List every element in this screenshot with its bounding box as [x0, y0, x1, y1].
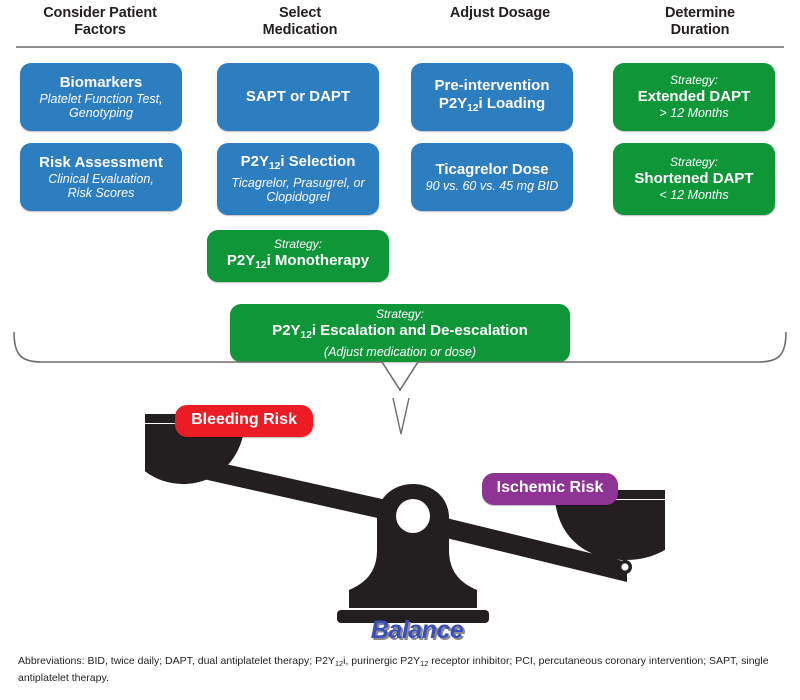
footnote-mid: i, purinergic P2Y — [343, 655, 421, 667]
box-p2y12i-selection[interactable]: P2Y12i Selection Ticagrelor, Prasugrel, … — [217, 143, 379, 215]
box-extended-dapt-title: Extended DAPT — [637, 88, 751, 106]
grouping-brace-icon — [13, 331, 787, 392]
box-extended-dapt-strategy-label: Strategy: — [669, 73, 719, 88]
box-biomarkers[interactable]: Biomarkers Platelet Function Test,Genoty… — [20, 63, 182, 131]
box-loading-title-line2: P2Y12i Loading — [438, 94, 546, 114]
box-sapt-or-dapt[interactable]: SAPT or DAPT — [217, 63, 379, 131]
box-shortened-dapt-subtitle: < 12 Months — [659, 188, 729, 203]
footnote-sub-2: 12 — [420, 659, 429, 669]
box-ticagrelor-dose[interactable]: Ticagrelor Dose 90 vs. 60 vs. 45 mg BID — [411, 143, 573, 211]
box-biomarkers-title: Biomarkers — [59, 73, 143, 91]
box-escalation-title: P2Y12i Escalation and De-escalation — [272, 321, 528, 341]
pill-bleeding-risk[interactable]: Bleeding Risk — [175, 405, 313, 437]
header-divider-rule — [16, 46, 784, 48]
box-shortened-dapt-title: Shortened DAPT — [634, 170, 754, 188]
box-shortened-dapt[interactable]: Strategy: Shortened DAPT < 12 Months — [613, 143, 775, 215]
box-risk-assessment-title: Risk Assessment — [39, 153, 163, 171]
box-escalation-subtitle: (Adjust medication or dose) — [323, 344, 477, 359]
balance-wordmark: Balance — [370, 616, 464, 644]
footnote-tail: receptor inhibitor; PCI, percutaneous co… — [18, 655, 769, 685]
box-p2y12i-monotherapy[interactable]: Strategy: P2Y12i Monotherapy — [207, 230, 389, 282]
pill-ischemic-risk[interactable]: Ischemic Risk — [482, 473, 618, 505]
box-extended-dapt[interactable]: Strategy: Extended DAPT > 12 Months — [613, 63, 775, 131]
column-header-adjust-dosage: Adjust Dosage — [449, 5, 551, 21]
footnote-sub-1: 12 — [334, 659, 344, 669]
box-risk-assessment-subtitle: Clinical Evaluation,Risk Scores — [48, 171, 154, 201]
box-escalation-strategy-label: Strategy: — [375, 306, 425, 321]
footnote-lead: Abbreviations: BID, twice daily; DAPT, d… — [18, 655, 335, 667]
box-shortened-dapt-strategy-label: Strategy: — [669, 155, 719, 170]
box-ticagrelor-dose-title: Ticagrelor Dose — [435, 160, 549, 178]
box-p2y12i-selection-title: P2Y12i Selection — [240, 153, 356, 172]
box-risk-assessment[interactable]: Risk Assessment Clinical Evaluation,Risk… — [20, 143, 182, 211]
footnote-abbreviations: Abbreviations: BID, twice daily; DAPT, d… — [18, 654, 786, 685]
box-p2y12i-monotherapy-title: P2Y12i Monotherapy — [226, 252, 370, 271]
box-p2y12i-monotherapy-strategy-label: Strategy: — [273, 237, 323, 252]
box-pre-intervention-p2y12i-loading[interactable]: Pre-intervention P2Y12i Loading — [411, 63, 573, 131]
box-sapt-or-dapt-title: SAPT or DAPT — [245, 88, 351, 105]
box-p2y12i-escalation-de-escalation[interactable]: Strategy: P2Y12i Escalation and De-escal… — [230, 304, 570, 362]
box-biomarkers-subtitle: Platelet Function Test,Genotyping — [39, 91, 163, 121]
box-ticagrelor-dose-subtitle: 90 vs. 60 vs. 45 mg BID — [425, 178, 559, 193]
box-loading-title-line1: Pre-intervention — [434, 76, 550, 94]
box-extended-dapt-subtitle: > 12 Months — [659, 106, 729, 121]
